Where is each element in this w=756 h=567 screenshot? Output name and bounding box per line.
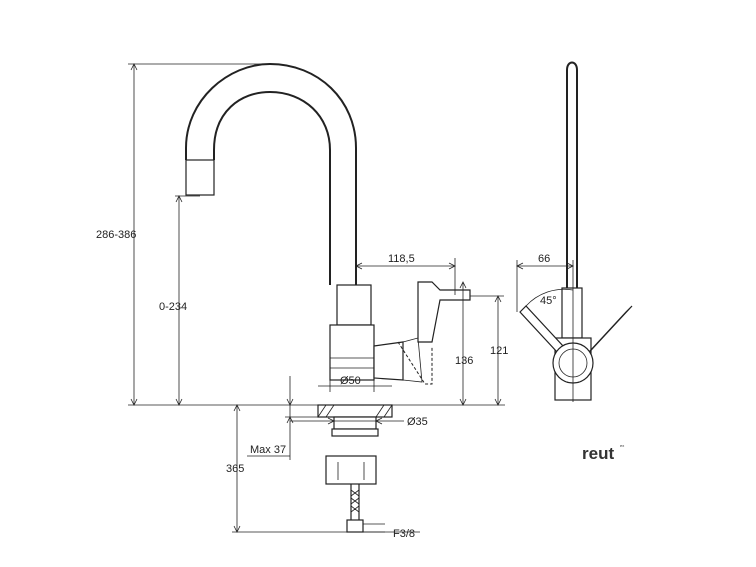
side-view-faucet — [519, 61, 633, 402]
spout-height-label: 0-234 — [159, 301, 187, 313]
side-dimensions: 66 45° — [516, 253, 574, 312]
side-offset-label: 66 — [538, 253, 550, 265]
brand-logo: reut ex — [582, 443, 624, 463]
shank — [333, 416, 377, 430]
connection-label: F3/8 — [393, 528, 415, 540]
lever-height-label: 136 — [455, 355, 473, 367]
cartridge — [373, 341, 404, 381]
brand-name: reut — [582, 444, 614, 463]
faucet-body — [336, 284, 372, 326]
aerator — [185, 159, 215, 196]
hose-length-label: 365 — [226, 463, 244, 475]
base-diameter-label: Ø50 — [340, 375, 361, 387]
front-view-faucet — [185, 62, 471, 533]
brand-mark: ex — [620, 443, 624, 448]
side-body — [561, 287, 583, 339]
front-dimensions: 286-386 0-234 118,5 136 121 Ø50 Ø35 — [96, 63, 508, 540]
mounting-plate — [317, 404, 393, 418]
hose-connector — [346, 519, 364, 533]
mounting-nut — [325, 455, 377, 485]
handle-height-label: 121 — [490, 345, 508, 357]
side-spout — [566, 61, 578, 288]
max-thickness-label: Max 37 — [250, 444, 286, 456]
supply-hose — [350, 484, 360, 520]
spout-reach-label: 118,5 — [388, 253, 415, 265]
lever — [417, 281, 471, 343]
hole-diameter-label: Ø35 — [407, 416, 428, 428]
faucet-base — [329, 324, 375, 381]
lever-alt-position — [397, 341, 433, 385]
total-height-label: 286-386 — [96, 229, 136, 241]
lever-angle-label: 45° — [540, 295, 557, 307]
spout-inner — [213, 90, 331, 285]
